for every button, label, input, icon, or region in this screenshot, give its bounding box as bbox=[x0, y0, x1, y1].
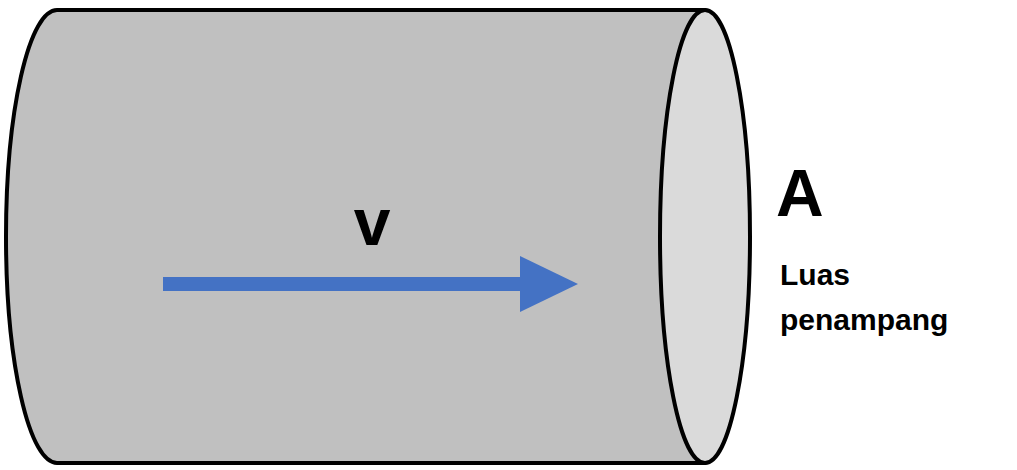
pipe-cross-section bbox=[660, 10, 750, 463]
pipe-cylinder: v bbox=[0, 0, 760, 470]
velocity-symbol: v bbox=[354, 189, 391, 255]
area-symbol: A bbox=[776, 160, 824, 226]
arrow-head bbox=[520, 256, 578, 312]
velocity-arrow bbox=[163, 277, 524, 291]
area-caption: Luas penampang bbox=[780, 252, 980, 342]
pipe-body bbox=[6, 10, 705, 463]
